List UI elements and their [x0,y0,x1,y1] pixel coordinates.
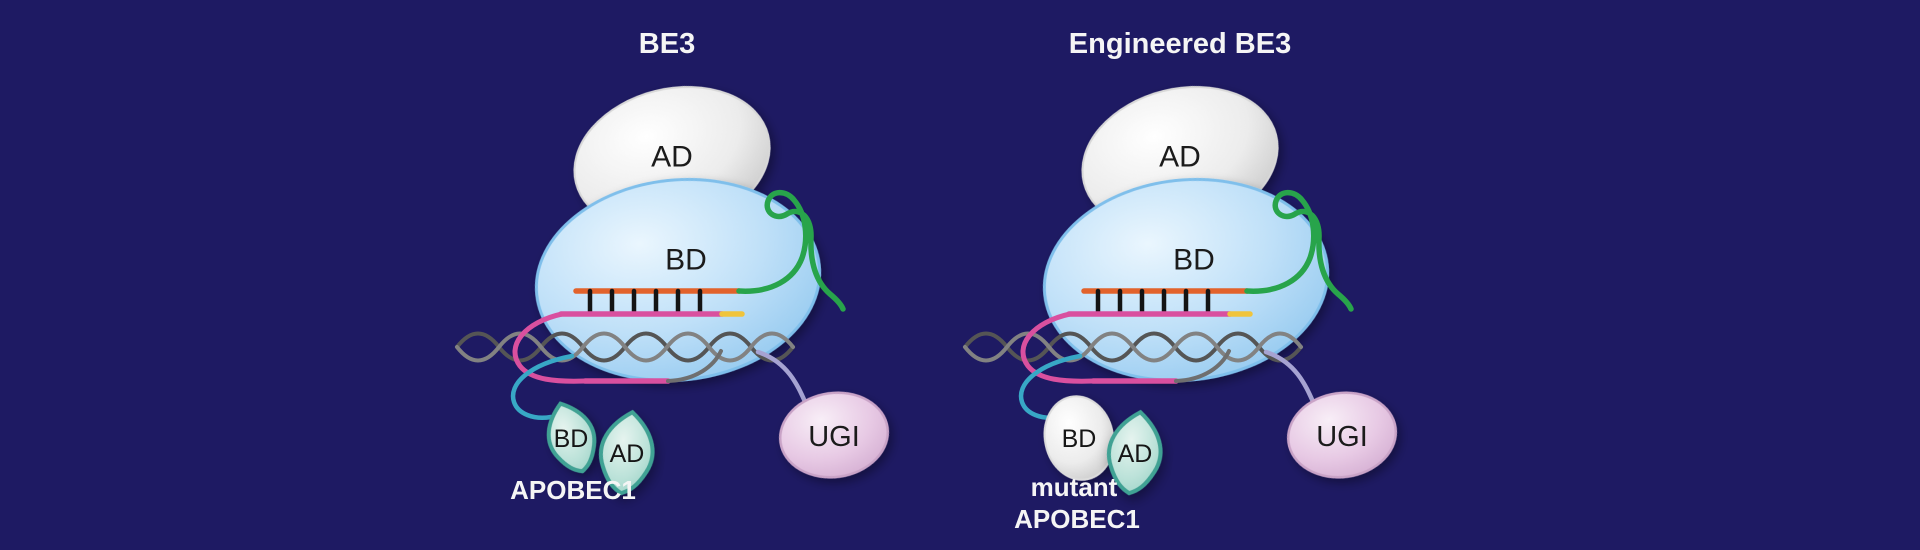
apobec1-ad-label: AD [610,440,645,468]
mutant-caption-line2: APOBEC1 [1014,504,1140,534]
ugi-label: UGI [808,421,860,453]
mutant-apobec1-bd-oval [1043,395,1115,481]
mutant-apobec1-bd-label: BD [1062,425,1097,453]
ugi-label: UGI [1316,421,1368,453]
panel-title-engineered-be3: Engineered BE3 [1069,28,1291,60]
ad-domain-label: AD [1159,141,1201,174]
panel-title-be3: BE3 [639,28,695,60]
apobec1-caption: APOBEC1 [510,475,636,505]
mutant-caption-line1: mutant [1031,472,1118,502]
bd-domain-label: BD [1173,244,1215,277]
panel-engineered-be3: Engineered BE3 AD BD UGI BD AD mutant AP… [965,28,1401,534]
apobec1-ad-label: AD [1118,440,1153,468]
ad-domain-label: AD [651,141,693,174]
apobec1-bd-label: BD [554,425,589,453]
panel-be3: BE3 AD BD UGI BD AD APOBEC1 [457,28,893,505]
bd-domain-label: BD [665,244,707,277]
